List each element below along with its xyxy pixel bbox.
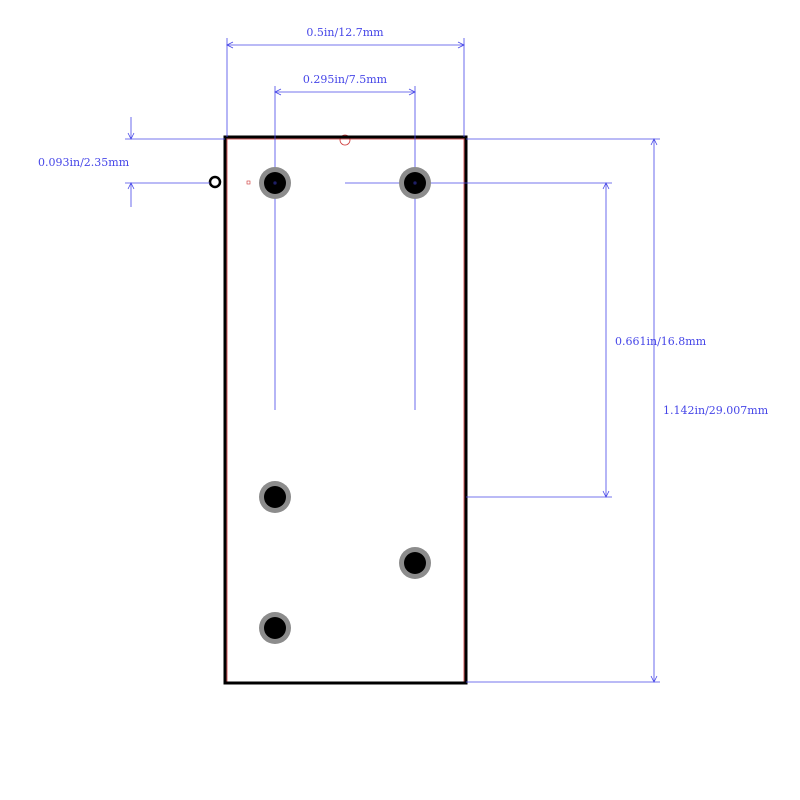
- courtyard-notch: [339, 134, 351, 146]
- dimension-label-pin-pitch: 0.295in/7.5mm: [303, 73, 388, 86]
- pad-center-mark: [413, 181, 417, 185]
- dimension-label-overall-width: 0.5in/12.7mm: [306, 26, 384, 39]
- pad: [399, 167, 431, 199]
- dimension-lines: [125, 38, 660, 683]
- pin-1-indicator-icon: [208, 175, 222, 189]
- pad-hole: [264, 172, 286, 194]
- courtyard-outline: [226, 138, 465, 683]
- dimension-label-row-spacing: 0.661in/16.8mm: [615, 335, 707, 348]
- courtyard-origin-marker: [246, 180, 251, 185]
- pad: [259, 612, 291, 644]
- dimension-label-overall-height: 1.142in/29.007mm: [663, 404, 769, 417]
- pad-hole: [264, 617, 286, 639]
- pad: [259, 481, 291, 513]
- pad-hole: [404, 172, 426, 194]
- dimension-label-top-offset: 0.093in/2.35mm: [38, 156, 130, 169]
- component-body-outline: [223, 135, 468, 685]
- pad-center-mark: [273, 181, 277, 185]
- pad: [259, 167, 291, 199]
- pad-hole: [264, 486, 286, 508]
- pad: [399, 547, 431, 579]
- pad-hole: [404, 552, 426, 574]
